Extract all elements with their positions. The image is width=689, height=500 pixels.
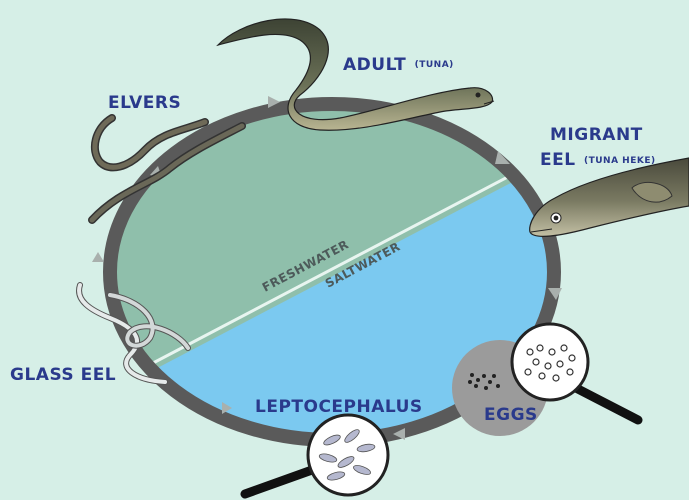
arrow-icon <box>92 252 104 262</box>
leptocephalus-label: LEPTOCEPHALUS <box>255 397 423 417</box>
eggs-label: EGGS <box>484 405 538 425</box>
glass-eel-label: GLASS EEL <box>10 365 116 385</box>
elvers-label: ELVERS <box>108 93 181 113</box>
adult-label: ADULT (TUNA) <box>343 55 454 75</box>
migrant-label-line1: MIGRANT <box>550 125 643 145</box>
migrant-label-line2: EEL (TUNA HEKE) <box>540 150 656 170</box>
